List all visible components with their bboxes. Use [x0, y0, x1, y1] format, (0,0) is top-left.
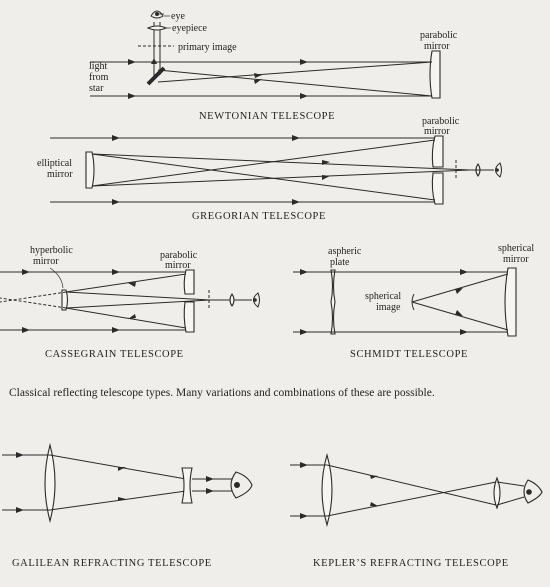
galilean-eyepiece-lens: [181, 467, 193, 504]
newtonian-eyepiece: [146, 25, 168, 31]
cassegrain-parabolic-mirror-bottom: [183, 301, 195, 333]
kepler-objective-lens: [321, 452, 333, 528]
schmidt-aspheric-plate: [330, 269, 336, 335]
label-eyepiece: eyepiece: [172, 23, 208, 34]
label-newtonian-mirror-1: parabolic: [420, 30, 458, 41]
label-star: star: [89, 83, 104, 94]
label-eye: eye: [171, 11, 185, 22]
kepler-diagram: KEPLER’S REFRACTING TELESCOPE: [290, 452, 543, 569]
gregorian-diagram: parabolic mirror elliptical mirror GREGO…: [37, 116, 502, 222]
schmidt-spherical-mirror: [504, 267, 517, 337]
gregorian-parabolic-mirror-top: [431, 135, 444, 168]
cassegrain-title: CASSEGRAIN TELESCOPE: [45, 349, 184, 360]
gregorian-eye-icon: [495, 162, 502, 178]
newtonian-diagonal-mirror: [146, 66, 166, 86]
newtonian-title: NEWTONIAN TELESCOPE: [199, 111, 335, 122]
gregorian-parabolic-mirror-bottom: [431, 172, 444, 205]
kepler-eyepiece-lens: [493, 476, 501, 510]
label-hyperbolic-mirror: mirror: [33, 256, 59, 267]
label-elliptical: elliptical: [37, 158, 72, 169]
label-schmidt-spherical: spherical: [498, 243, 534, 254]
gregorian-title: GREGORIAN TELESCOPE: [192, 211, 326, 222]
label-aspheric: aspheric: [328, 246, 362, 257]
label-spherical-image-2: image: [376, 302, 401, 313]
cassegrain-hyperbolic-mirror: [61, 289, 69, 311]
schmidt-diagram: aspheric plate spherical mirror spherica…: [293, 243, 534, 360]
label-aspheric-plate: plate: [330, 257, 350, 268]
galilean-objective-lens: [44, 442, 56, 524]
label-light: light: [89, 61, 108, 72]
galilean-diagram: GALILEAN REFRACTING TELESCOPE: [2, 442, 253, 569]
newtonian-diagram: eye eyepiece primary image light from st…: [89, 10, 458, 122]
kepler-title: KEPLER’S REFRACTING TELESCOPE: [313, 558, 509, 569]
cassegrain-diagram: hyperbolic mirror parabolic mirror CASSE…: [0, 245, 260, 360]
label-from: from: [89, 72, 109, 83]
label-cassegrain-mirror-2: mirror: [165, 260, 191, 271]
kepler-eye-icon: [523, 479, 543, 504]
gregorian-elliptical-mirror: [85, 151, 95, 189]
figure-caption: Classical reflecting telescope types. Ma…: [9, 387, 435, 399]
label-hyperbolic: hyperbolic: [30, 245, 73, 256]
galilean-eye-icon: [230, 471, 253, 499]
label-gregorian-mirror-2: mirror: [424, 126, 450, 137]
galilean-title: GALILEAN REFRACTING TELESCOPE: [12, 558, 212, 569]
label-primary-image: primary image: [178, 42, 237, 53]
cassegrain-parabolic-mirror-top: [183, 269, 195, 295]
label-spherical-image-1: spherical: [365, 291, 401, 302]
label-schmidt-mirror: mirror: [503, 254, 529, 265]
cassegrain-eye-icon: [253, 292, 260, 308]
newtonian-parabolic-mirror: [429, 50, 441, 99]
schmidt-spherical-image: [411, 293, 415, 311]
label-cassegrain-mirror-1: parabolic: [160, 250, 198, 261]
label-newtonian-mirror-2: mirror: [424, 41, 450, 52]
schmidt-title: SCHMIDT TELESCOPE: [350, 349, 468, 360]
label-elliptical-mirror: mirror: [47, 169, 73, 180]
label-gregorian-mirror-1: parabolic: [422, 116, 460, 127]
newtonian-eye-icon: [150, 10, 164, 19]
